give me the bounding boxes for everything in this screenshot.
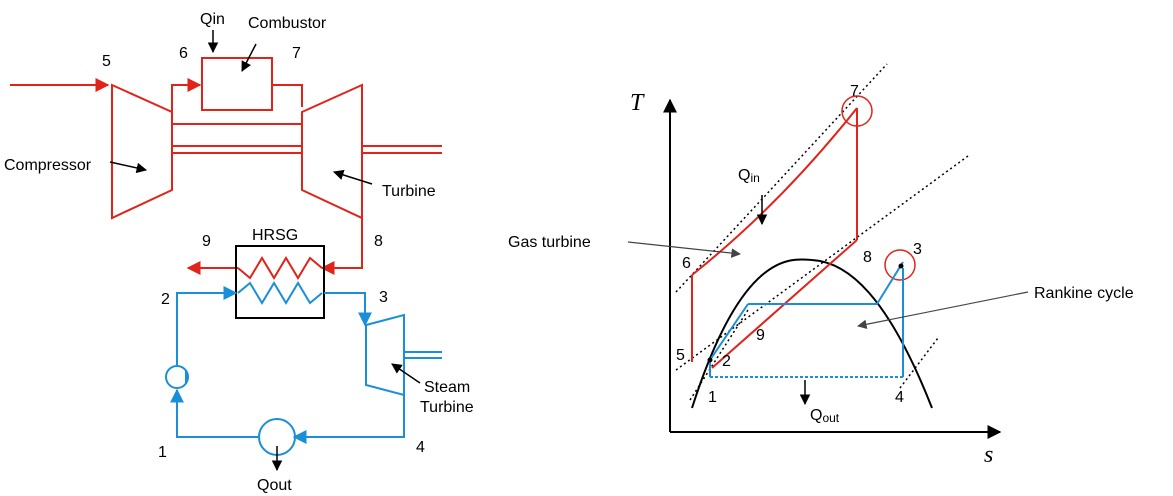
ts-isobars: [675, 63, 969, 401]
isobar-high-pressure-gas: [675, 63, 888, 293]
bypass-line: [171, 123, 303, 128]
ts-superheating: [876, 261, 904, 305]
hrsg-steam-coil: [237, 281, 323, 305]
s-axis-label: s: [984, 442, 993, 468]
condenser-to-pump-line: [170, 388, 259, 438]
point-7-marker: [841, 95, 873, 127]
rankine-cycle-path: [709, 261, 904, 378]
ts-point-8: 8: [863, 249, 872, 266]
ts-qout-main: Q: [810, 407, 822, 424]
hrsg-gas-coil: [237, 256, 323, 280]
label-compressor: Compressor: [4, 157, 92, 174]
schematic-point-4: 4: [416, 439, 425, 456]
compressor-body: [111, 83, 173, 220]
label-steam: Steam: [424, 379, 470, 396]
schematic-point-7: 7: [292, 45, 301, 62]
compressor-to-combustor-line: [171, 78, 202, 112]
schematic-point-9: 9: [202, 233, 211, 250]
label-qout: Qout: [257, 477, 292, 494]
isobar-steam-low: [899, 337, 939, 389]
label-qin: Qin: [200, 11, 225, 28]
schematic-point-5: 5: [102, 53, 111, 70]
schematic-pointers: [109, 30, 421, 472]
ts-point-7: 7: [850, 83, 859, 100]
t-axis-label: T: [630, 90, 645, 116]
ts-point-3: 3: [913, 241, 922, 258]
label-combustor: Combustor: [248, 15, 327, 32]
label-hrsg: HRSG: [252, 227, 298, 244]
steam-turbine-to-condenser-line: [292, 395, 405, 444]
schematic-point-2: 2: [161, 291, 170, 308]
ts-point-2: 2: [722, 353, 731, 370]
turbine-pointer: [332, 169, 373, 185]
point-3-dot: [898, 263, 904, 269]
exhaust-to-hrsg-line: [320, 218, 363, 275]
schematic-point-1: 1: [158, 444, 167, 461]
ts-axes: [663, 98, 1002, 439]
ts-heat-addition-6-7: [691, 107, 858, 276]
ts-point-9: 9: [756, 327, 765, 344]
turbine-body: [301, 83, 363, 220]
combustor-to-turbine-line: [272, 84, 303, 107]
compressor-pointer: [109, 161, 148, 174]
combustor-pointer: [241, 43, 257, 72]
point-3-marker: [884, 249, 916, 281]
ts-qin-label: Qin: [738, 167, 760, 185]
gas-turbine-schematic: [10, 57, 442, 280]
steam-turbine-pointer: [391, 363, 421, 384]
hrsg-to-steam-turbine-line: [324, 292, 372, 327]
ts-qin-main: Q: [738, 167, 750, 184]
gas-turbine-pointer: [627, 241, 741, 258]
gas-turbine-label: Gas turbine: [508, 234, 591, 251]
ts-point-4: 4: [895, 389, 904, 406]
ts-liquid-heating: [709, 303, 749, 361]
pump: [165, 365, 189, 389]
ts-pointers: [627, 241, 1029, 330]
brayton-cycle-path: [691, 107, 858, 369]
steam-cycle-schematic: [165, 281, 442, 456]
ts-point-5: 5: [676, 347, 685, 364]
label-turbine: Turbine: [382, 183, 436, 200]
steam-turbine-body: [365, 313, 405, 397]
rankine-cycle-label: Rankine cycle: [1034, 285, 1134, 302]
rankine-cycle-pointer: [857, 291, 1029, 330]
hrsg-box: [235, 245, 325, 319]
ts-heat-arrows: [756, 195, 811, 406]
ts-qin-sub: in: [750, 171, 759, 185]
label-turbine-steam: Turbine: [420, 399, 474, 416]
saturation-dome: [691, 258, 933, 409]
point-2-dot: [707, 357, 713, 363]
ts-qout-label: Qout: [810, 407, 840, 425]
ts-point-6: 6: [682, 255, 691, 272]
schematic-point-3: 3: [379, 289, 388, 306]
pump-to-hrsg-line: [176, 286, 238, 365]
schematic-point-8: 8: [374, 233, 383, 250]
ts-qout-sub: out: [822, 411, 839, 425]
schematic-point-6: 6: [179, 45, 188, 62]
isobar-low-pressure-gas: [675, 155, 969, 371]
ts-point-1: 1: [708, 389, 717, 406]
combustor-body: [201, 57, 273, 111]
